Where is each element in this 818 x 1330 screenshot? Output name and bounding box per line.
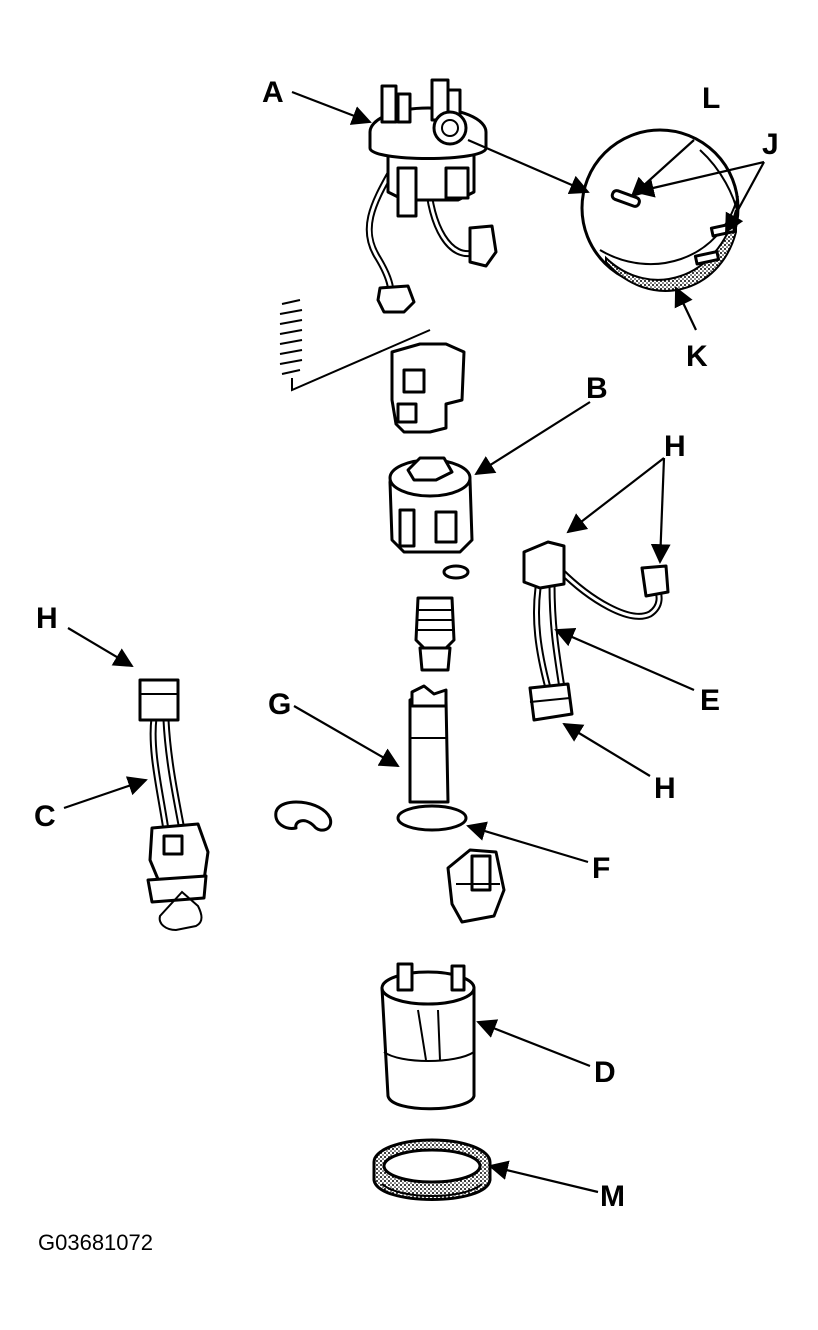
callout-h-top-right: H [664, 430, 686, 463]
callout-k: K [686, 340, 708, 373]
figure-id: G03681072 [38, 1230, 153, 1255]
callout-h-bottom-right: H [654, 772, 676, 805]
callout-a: A [262, 76, 284, 109]
pump-holder [388, 456, 474, 580]
wire-harness-left [138, 678, 210, 932]
callout-c: C [34, 800, 56, 833]
fuel-pump [396, 684, 468, 832]
retaining-clip [274, 800, 333, 832]
callout-d: D [594, 1056, 616, 1089]
callout-m: M [600, 1180, 625, 1213]
spring-and-bracket [279, 299, 466, 434]
callout-j: J [762, 128, 779, 161]
callout-h-left: H [36, 602, 58, 635]
flange-detail-view [580, 128, 740, 292]
callout-g: G [268, 688, 291, 721]
callout-b: B [586, 372, 608, 405]
wire-harness-right [522, 540, 670, 722]
pump-bracket [446, 848, 506, 924]
fuel-reservoir [380, 962, 476, 1111]
pump-mount-assembly [365, 78, 498, 314]
callout-f: F [592, 852, 610, 885]
gasket-ring [372, 1138, 492, 1201]
callout-l: L [702, 82, 720, 115]
callout-e: E [700, 684, 720, 717]
pump-strainer [414, 596, 456, 672]
